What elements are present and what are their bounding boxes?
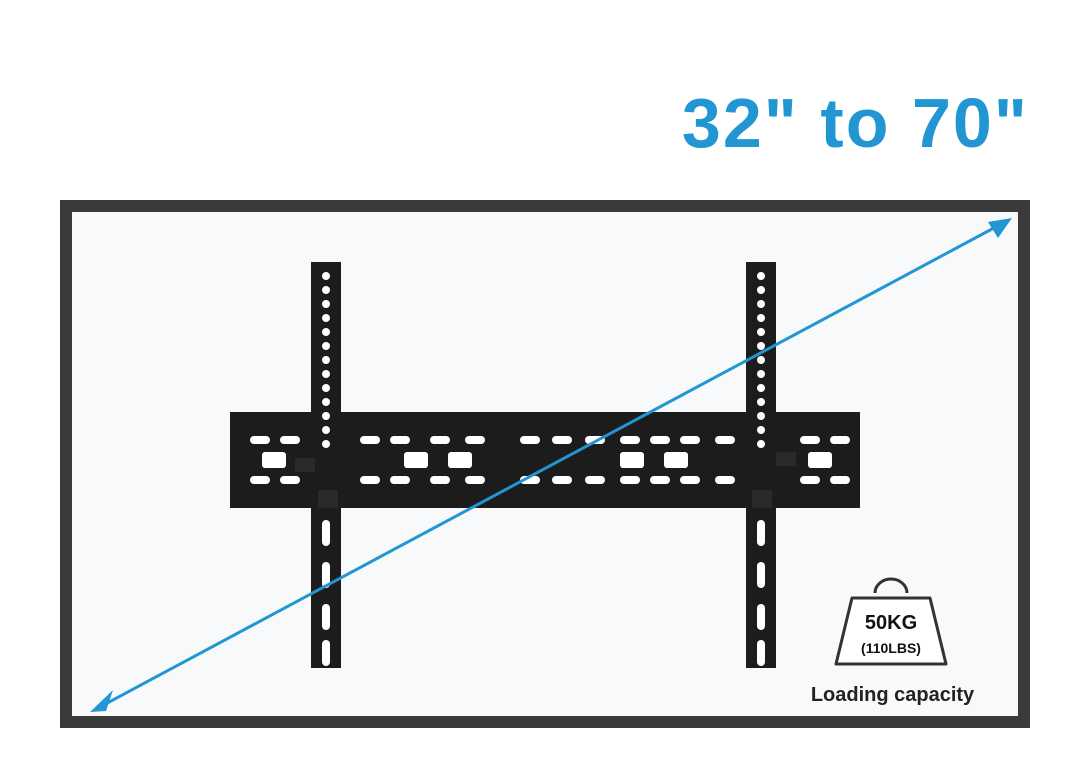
mount-hole <box>322 342 330 350</box>
mount-hole <box>757 272 765 280</box>
arrow-head-bottom-left-icon <box>90 690 113 712</box>
arrow-head-top-right-icon <box>988 218 1012 238</box>
mount-hole <box>650 436 670 444</box>
mount-hole <box>250 476 270 484</box>
mount-hole <box>620 476 640 484</box>
mount-hole <box>360 436 380 444</box>
mount-hole <box>430 436 450 444</box>
left-arm <box>295 262 341 668</box>
mount-hole <box>757 640 765 666</box>
mount-hole <box>757 384 765 392</box>
mount-hole <box>757 398 765 406</box>
right-arm <box>746 262 796 668</box>
mount-hole <box>322 640 330 666</box>
mount-hole <box>322 384 330 392</box>
mount-hole <box>322 272 330 280</box>
mount-hole <box>757 328 765 336</box>
loading-capacity-label: Loading capacity <box>810 684 975 706</box>
mount-hole <box>757 520 765 546</box>
mount-hole <box>808 452 832 468</box>
mount-hole <box>280 436 300 444</box>
mount-hole <box>250 436 270 444</box>
mount-hole <box>757 342 765 350</box>
weight-kg-label: 50KG <box>864 612 918 634</box>
mount-hole <box>465 476 485 484</box>
screen-size-range: 32" to 70" <box>681 84 1029 162</box>
mount-hole <box>757 562 765 588</box>
mount-hole <box>620 452 644 468</box>
diagonal-arrow <box>90 218 1012 712</box>
mount-hole <box>757 314 765 322</box>
mount-hole <box>390 476 410 484</box>
mount-hole <box>552 436 572 444</box>
mount-hole <box>800 476 820 484</box>
mount-hole <box>322 286 330 294</box>
mount-hole <box>650 476 670 484</box>
mount-hole <box>757 370 765 378</box>
mount-hole <box>322 300 330 308</box>
weight-icon <box>834 577 948 666</box>
mount-hole <box>757 286 765 294</box>
mount-hole <box>322 314 330 322</box>
mount-hole <box>715 476 735 484</box>
mount-hole <box>322 398 330 406</box>
weight-lbs-label: (110LBS) <box>861 640 921 656</box>
mount-hole <box>757 300 765 308</box>
mount-hole <box>520 436 540 444</box>
mount-hole <box>465 436 485 444</box>
mount-hole <box>322 356 330 364</box>
mount-hole <box>322 328 330 336</box>
mount-hole <box>620 436 640 444</box>
mount-hole <box>430 476 450 484</box>
mount-hole <box>322 440 330 448</box>
mount-hole <box>757 440 765 448</box>
mount-hole <box>585 476 605 484</box>
mount-hole <box>322 426 330 434</box>
mount-hole <box>390 436 410 444</box>
mount-hole <box>280 476 300 484</box>
mount-hole <box>552 476 572 484</box>
mount-hole <box>680 436 700 444</box>
mount-hole <box>262 452 286 468</box>
mount-hole <box>664 452 688 468</box>
mount-hole <box>322 370 330 378</box>
mount-hole <box>322 604 330 630</box>
mount-hole <box>404 452 428 468</box>
mount-hole <box>360 476 380 484</box>
mount-hole <box>830 436 850 444</box>
mount-hole <box>322 520 330 546</box>
mount-hole <box>757 356 765 364</box>
mount-hole <box>448 452 472 468</box>
mount-hole <box>757 604 765 630</box>
mount-hole <box>322 412 330 420</box>
mount-hole <box>322 562 330 588</box>
mount-hole <box>757 426 765 434</box>
mount-hole <box>800 436 820 444</box>
mount-hole <box>715 436 735 444</box>
mount-hole <box>757 412 765 420</box>
mount-hole <box>680 476 700 484</box>
mount-hole <box>830 476 850 484</box>
